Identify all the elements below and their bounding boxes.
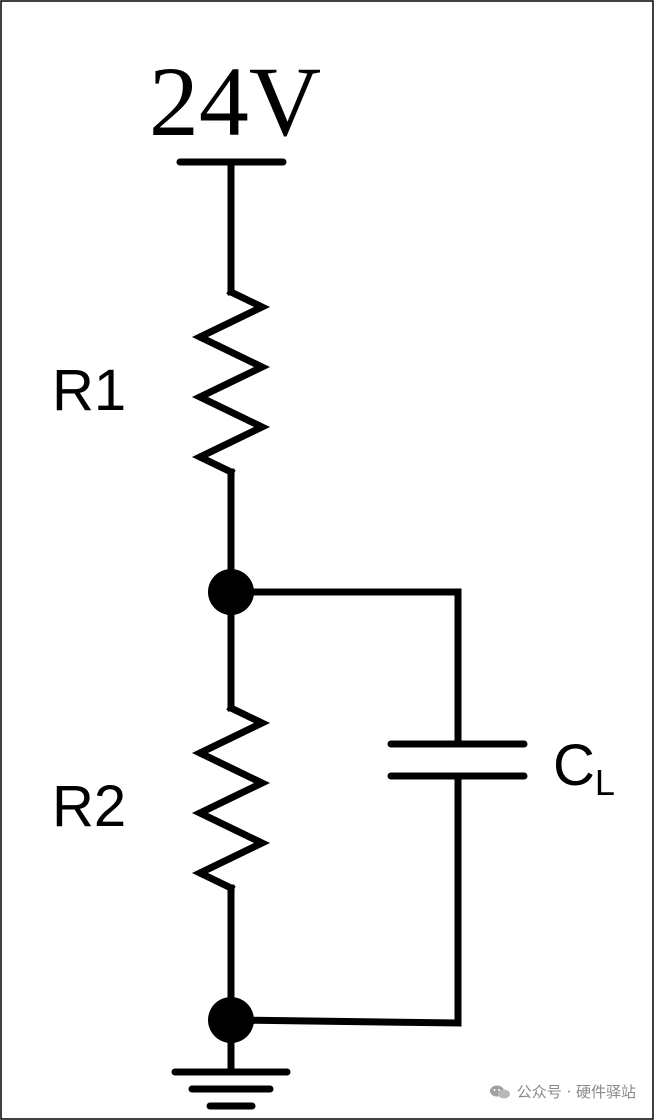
wire-node-to-capacitor xyxy=(227,588,462,748)
supply-voltage-label: 24V xyxy=(149,46,321,157)
capacitor-label-main: C xyxy=(553,733,595,798)
wire-capacitor-to-ground-node xyxy=(227,772,462,1027)
watermark: 公众号 · 硬件驿站 xyxy=(489,1081,636,1102)
wechat-icon xyxy=(489,1085,510,1098)
resistor-r2-label: R2 xyxy=(52,774,126,839)
capacitor-label: CL xyxy=(553,733,615,803)
capacitor-label-subscript: L xyxy=(595,762,615,803)
resistor-r1 xyxy=(191,287,271,477)
resistor-r2 xyxy=(191,703,271,893)
ground-icon xyxy=(171,1068,291,1110)
watermark-text: 公众号 · 硬件驿站 xyxy=(516,1083,636,1101)
resistor-r1-label: R1 xyxy=(52,358,126,423)
